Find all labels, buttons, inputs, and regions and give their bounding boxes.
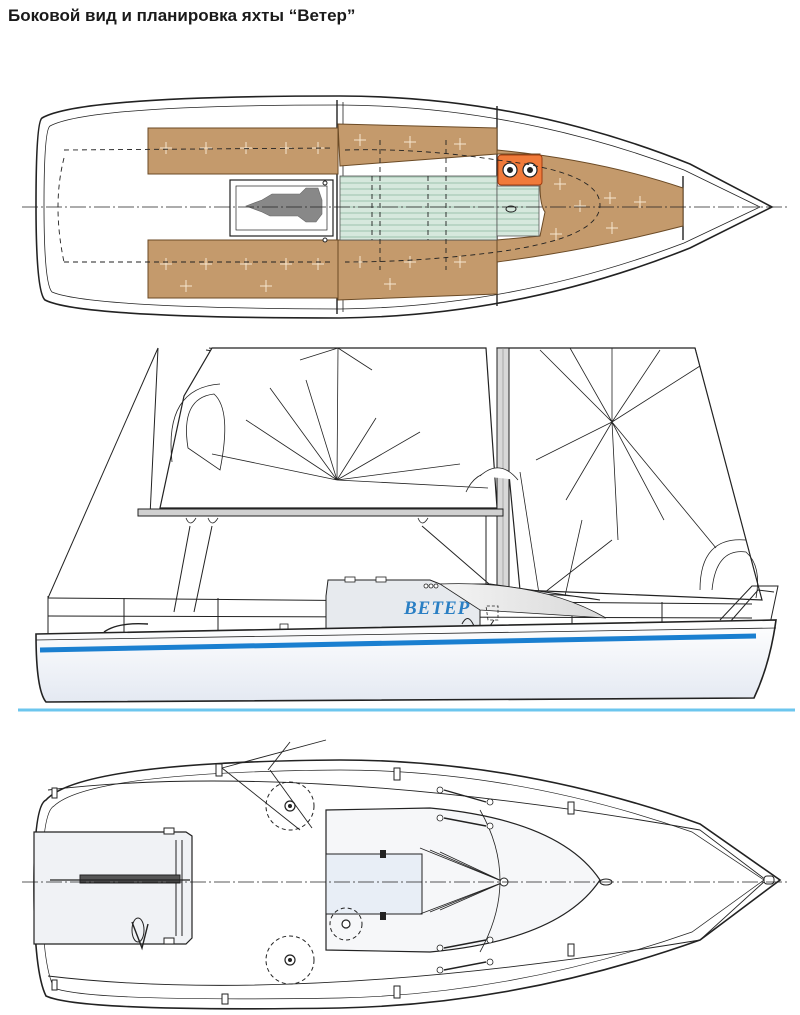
salon-settee-starboard xyxy=(337,239,498,301)
page-title: Боковой вид и планировка яхты “Ветер” xyxy=(8,6,356,25)
genoa-tracks xyxy=(443,789,487,971)
aft-berth-port xyxy=(147,127,339,175)
hull-name: ВЕТЕР xyxy=(403,598,470,619)
hull-side xyxy=(35,619,777,703)
deck-plan xyxy=(22,739,790,1010)
main-hatch xyxy=(325,853,423,915)
mainsail xyxy=(159,347,498,509)
cockpit xyxy=(33,831,193,945)
hidden-lines xyxy=(57,140,601,270)
salon-floor xyxy=(339,175,498,241)
upholstery-stitching xyxy=(160,134,646,292)
deck-fittings xyxy=(51,763,775,1005)
v-berth xyxy=(496,149,684,263)
interior-layout-plan xyxy=(22,95,790,319)
headsail xyxy=(496,347,763,601)
round-hatch-icon xyxy=(265,781,363,985)
boom xyxy=(137,508,504,517)
hull-stripe xyxy=(39,633,757,653)
tiller xyxy=(131,921,149,951)
aft-berth-starboard xyxy=(147,239,339,299)
coachroof-deck xyxy=(325,807,601,953)
side-view: ВЕТЕР xyxy=(18,347,795,712)
cabin-portlights xyxy=(423,583,439,589)
deck-rigging xyxy=(47,739,767,986)
outboard-engine-icon xyxy=(229,179,334,243)
two-burner-stove-icon xyxy=(497,154,543,186)
